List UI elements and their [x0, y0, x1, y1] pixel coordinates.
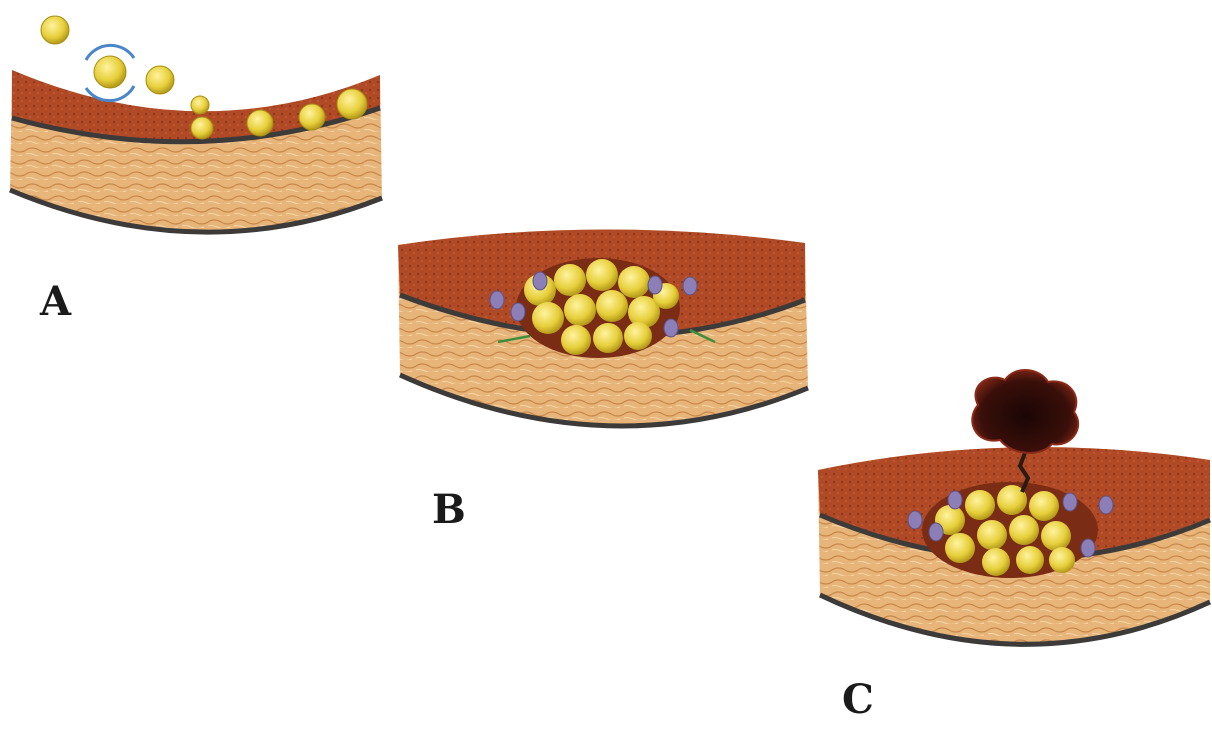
panel-b-vessel — [398, 229, 808, 426]
panel-label-c: C — [842, 680, 874, 720]
panel-label-b: B — [432, 490, 466, 530]
panel-c-thrombus — [972, 370, 1078, 453]
panel-a-vessel — [10, 16, 382, 233]
panel-c-vessel — [818, 370, 1210, 644]
panel-label-a: A — [40, 282, 71, 322]
